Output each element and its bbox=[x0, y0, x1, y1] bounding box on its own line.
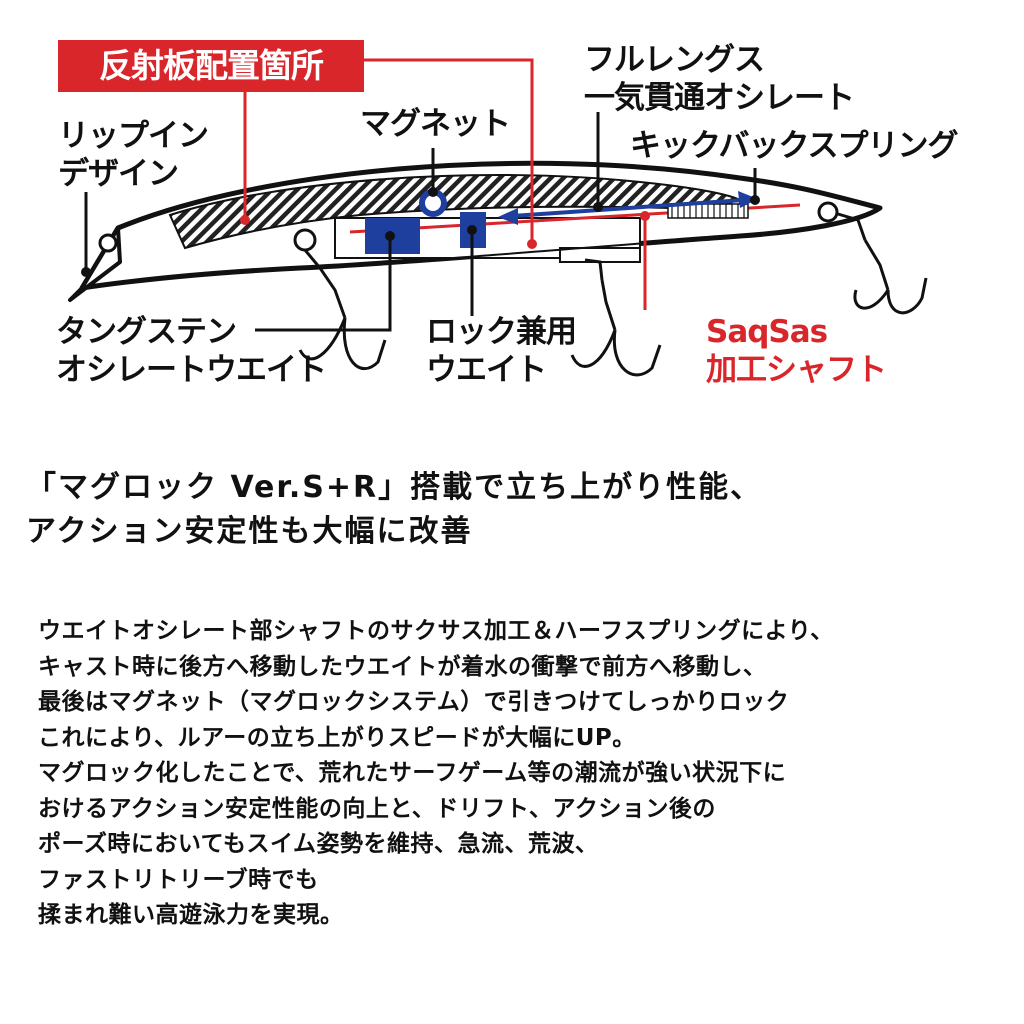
tungsten-label-line2: オシレートウエイト bbox=[56, 352, 327, 388]
description: ウエイトオシレート部シャフトのサクサス加工＆ハーフスプリングにより、 キャスト時… bbox=[38, 614, 1018, 934]
leader-lines bbox=[81, 58, 760, 332]
description-line: ファストリトリーブ時でも bbox=[38, 866, 319, 893]
oscillate-arrow bbox=[498, 191, 758, 225]
magnet-label: マグネット bbox=[360, 106, 511, 142]
rear-hook bbox=[837, 212, 928, 315]
saqsas-label-line2: 加工シャフト bbox=[706, 352, 887, 388]
full-length-label-line1: フルレングス bbox=[584, 42, 765, 78]
tungsten-label-line1: タングステン bbox=[56, 314, 237, 350]
description-line: おけるアクション安定性能の向上と、ドリフト、アクション後の bbox=[38, 795, 716, 822]
lure-illustration bbox=[68, 58, 928, 377]
reflector-label: 反射板配置箇所 bbox=[58, 40, 364, 92]
description-line: ポーズ時においてもスイム姿勢を維持、急流、荒波、 bbox=[38, 831, 599, 857]
kickback-spring-label: キックバックスプリング bbox=[630, 128, 959, 164]
headline-line1: 「マグロック Ver.S+R」搭載で立ち上がり性能、 bbox=[26, 470, 763, 505]
saqsas-label-line1: SaqSas bbox=[706, 314, 828, 350]
headline-line2: アクション安定性も大幅に改善 bbox=[26, 514, 473, 549]
lure-eye bbox=[98, 233, 118, 253]
headline: 「マグロック Ver.S+R」搭載で立ち上がり性能、 アクション安定性も大幅に改… bbox=[26, 466, 1016, 554]
lure-diagram: 反射板配置箇所 リップイン デザイン マグネット フルレングス 一気貫通オシレー… bbox=[0, 0, 1024, 400]
description-line: キャスト時に後方へ移動したウエイトが着水の衝撃で前方へ移動し、 bbox=[38, 653, 767, 680]
description-line: これにより、ルアーの立ち上がりスピードが大幅にUP。 bbox=[38, 724, 636, 751]
lip-in-label-line1: リップイン bbox=[58, 118, 209, 154]
description-line: マグロック化したことで、荒れたサーフゲーム等の潮流が強い状況下に bbox=[38, 760, 787, 786]
lock-weight-label-line2: ウエイト bbox=[426, 352, 547, 388]
description-line: ウエイトオシレート部シャフトのサクサス加工＆ハーフスプリングにより、 bbox=[38, 618, 834, 644]
description-line: 最後はマグネット（マグロックシステム）で引きつけてしっかりロック bbox=[38, 689, 790, 715]
middle-hook bbox=[570, 258, 662, 377]
full-length-label-line2: 一気貫通オシレート bbox=[584, 80, 855, 116]
front-hook bbox=[293, 228, 387, 370]
lock-weight-label-line1: ロック兼用 bbox=[426, 314, 577, 350]
lip-in-label-line2: デザイン bbox=[58, 156, 179, 192]
description-line: 揉まれ難い高遊泳力を実現。 bbox=[38, 902, 344, 928]
